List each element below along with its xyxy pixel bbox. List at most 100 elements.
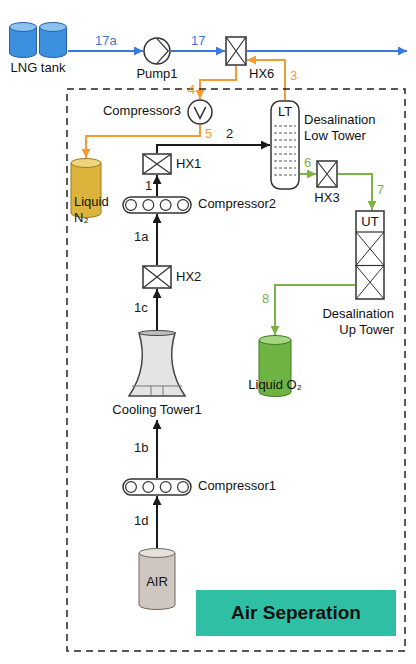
process-region: Air SeperationCompressor3LTDesalination … [66,88,406,652]
shape-part [274,175,296,176]
shape-part [274,133,296,134]
stream-number: 1d [134,513,148,529]
stream-line [171,50,225,52]
shape-part [226,37,246,65]
heat-exchanger: HX6 [225,36,247,66]
shape-part [139,549,175,558]
distillation-column: UTDesalination Up Tower [355,210,385,300]
component-label: HX2 [176,269,216,285]
shape-part [226,37,246,65]
stream-number: 3 [290,68,297,84]
compressor-symbol: Compressor3 [187,99,213,125]
heat-exchanger-outline [142,265,172,289]
shape-part [143,266,171,288]
shape-part [40,23,67,32]
stream-line [156,420,158,478]
shape-part [139,553,140,605]
shape-part [144,38,170,64]
component-label: Liquid N₂ [74,194,122,225]
shape-part [356,232,384,266]
stream-line [300,173,316,175]
component-label: Desalination Low Tower [304,112,392,143]
component-label: Cooling Tower1 [100,402,214,418]
heat-exchanger-outline [142,153,172,175]
shape-part [67,89,405,651]
shape-part [139,331,175,336]
stream-number: 17 [191,33,205,49]
shape-part [356,231,384,232]
shape-part [10,23,37,32]
shape-part [143,266,171,288]
stream-number: 8 [262,291,269,307]
stream-number: 7 [377,182,384,198]
stream-number: 17a [95,33,117,49]
shape-part [356,266,384,300]
outlet-line [247,50,407,52]
lng-tank-outline [8,22,68,58]
component-label: Liquid O₂ [240,377,310,393]
shape-part [194,107,205,118]
stream-line [156,496,158,548]
stream-line [156,214,158,265]
shape-part [126,482,137,493]
shape-part [271,101,299,189]
shape-part [36,27,37,53]
shape-part [274,161,296,162]
air-tank: AIR [138,548,176,610]
stream-number: 1 [145,178,152,194]
stream-line [247,60,285,100]
heat-exchanger-outline [225,36,247,66]
shape-part [39,27,40,53]
shape-part [317,161,337,187]
component-label: LT [270,104,300,120]
shape-part [71,159,101,168]
stream-line [338,174,372,210]
lng-tank: LNG tank [8,22,68,58]
shape-part [188,100,212,124]
pump-symbol: Pump1 [143,37,171,65]
compressor-symbol-outline [187,99,213,125]
shape-part [274,147,296,148]
stream-line [156,289,158,330]
shape-part [317,161,337,187]
shape-part [143,482,154,493]
shape-part [274,126,296,127]
shape-part [126,200,137,211]
shape-part [143,200,154,211]
stream-number: 2 [226,126,233,142]
shape-part [143,154,171,174]
component-label: HX3 [310,190,344,206]
shape-part [157,39,168,64]
heat-exchanger-outline [316,160,338,188]
shape-part [123,197,191,213]
shape-part [178,482,189,493]
shape-part [356,211,384,299]
heat-exchanger: HX3 [316,160,338,188]
heat-exchanger: HX1 [142,153,172,175]
shape-part [160,200,171,211]
component-label: Pump1 [129,66,185,82]
component-label: HX6 [249,66,285,82]
compressor-symbol-outline [122,196,192,214]
shape-part [274,154,296,155]
shape-part [151,386,163,396]
stream-number: 1c [134,300,148,316]
component-label: AIR [138,574,176,590]
shape-part [132,386,182,387]
component-label: Compressor3 [89,103,181,119]
stream-number: 5 [205,126,212,142]
shape-part [71,163,72,213]
shape-part [143,154,171,174]
stream-number: 4 [188,82,195,98]
stream-line [156,175,158,196]
shape-part [129,333,185,396]
stream-number: 6 [304,155,311,171]
stream-number: 1a [134,229,148,245]
component-label: LNG tank [0,60,76,76]
stream-line [86,125,200,158]
stream-number: 1b [134,440,148,456]
compressor-symbol: Compressor1 [122,478,192,496]
distillation-column: LTDesalination Low Tower [270,100,300,190]
shape-part [178,200,189,211]
